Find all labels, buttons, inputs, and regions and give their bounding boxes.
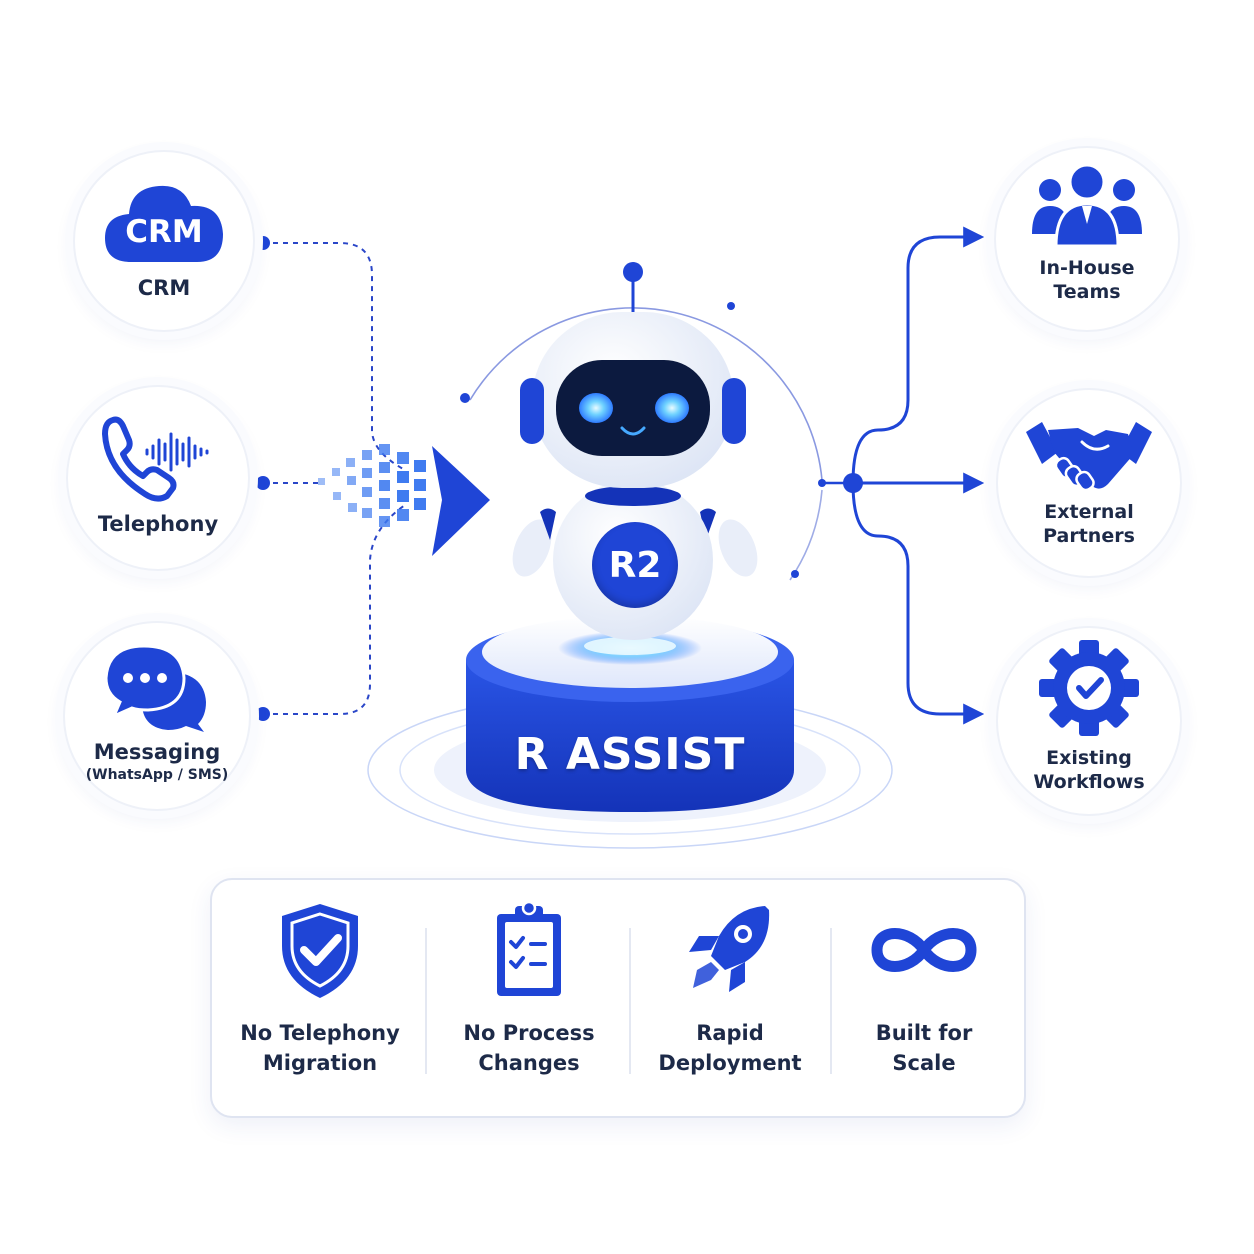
platform-label: R ASSIST bbox=[466, 722, 794, 786]
feature-divider bbox=[425, 928, 427, 1074]
feature-line2: Migration bbox=[262, 1051, 378, 1075]
output-label-existing: Existing bbox=[1046, 747, 1132, 769]
feature-divider bbox=[830, 928, 832, 1074]
platform-label-text: R ASSIST bbox=[514, 728, 746, 780]
rocket-icon bbox=[630, 900, 830, 1004]
feature-line1: Built for bbox=[875, 1021, 973, 1045]
output-connectors bbox=[851, 226, 985, 725]
flow-arrow-icon bbox=[432, 446, 490, 556]
feature-divider bbox=[629, 928, 631, 1074]
robot-badge: R2 bbox=[592, 522, 678, 608]
input-label-crm: CRM bbox=[137, 276, 191, 300]
input-sublabel-messaging: (WhatsApp / SMS) bbox=[85, 767, 229, 783]
output-node-in-house-teams: In-House Teams bbox=[994, 146, 1180, 332]
output-label-workflows: Workflows bbox=[1033, 771, 1145, 793]
input-node-crm: CRM CRM bbox=[73, 150, 255, 332]
input-connectors bbox=[263, 242, 406, 715]
input-node-messaging: Messaging (WhatsApp / SMS) bbox=[63, 621, 251, 811]
input-node-telephony: Telephony bbox=[66, 385, 250, 571]
clipboard-checklist-icon bbox=[429, 900, 629, 1004]
feature-line2: Scale bbox=[892, 1051, 956, 1075]
feature-line1: No Telephony bbox=[240, 1021, 400, 1045]
features-panel: No Telephony Migration No Process Change… bbox=[210, 878, 1026, 1118]
gear-check-icon bbox=[1037, 640, 1141, 736]
output-label-in-house: In-House bbox=[1039, 257, 1135, 279]
input-label-telephony: Telephony bbox=[97, 512, 219, 536]
feature-line1: Rapid bbox=[696, 1021, 764, 1045]
shield-check-icon bbox=[220, 900, 420, 1004]
team-icon bbox=[1030, 164, 1144, 248]
cloud-icon-text: CRM bbox=[125, 214, 203, 250]
feature-line2: Changes bbox=[478, 1051, 580, 1075]
infinity-icon bbox=[824, 900, 1024, 1004]
feature-built-for-scale: Built for Scale bbox=[824, 900, 1024, 1078]
chat-bubbles-icon bbox=[104, 642, 210, 732]
feature-line2: Deployment bbox=[658, 1051, 802, 1075]
feature-label: Built for Scale bbox=[824, 1018, 1024, 1078]
data-stream bbox=[318, 444, 490, 556]
phone-soundwave-icon bbox=[99, 414, 217, 504]
feature-label: No Telephony Migration bbox=[220, 1018, 420, 1078]
feature-line1: No Process bbox=[463, 1021, 595, 1045]
input-label-messaging: Messaging bbox=[93, 740, 221, 764]
output-node-external-partners: External Partners bbox=[996, 388, 1182, 578]
handshake-icon bbox=[1024, 414, 1154, 494]
feature-no-process-changes: No Process Changes bbox=[429, 900, 629, 1078]
feature-rapid-deployment: Rapid Deployment bbox=[630, 900, 830, 1078]
robot-badge-text: R2 bbox=[608, 544, 662, 586]
cloud-icon: CRM bbox=[101, 178, 227, 266]
feature-no-telephony-migration: No Telephony Migration bbox=[220, 900, 420, 1078]
output-label-teams: Teams bbox=[1053, 281, 1121, 303]
feature-label: No Process Changes bbox=[429, 1018, 629, 1078]
output-node-existing-workflows: Existing Workflows bbox=[996, 626, 1182, 816]
feature-label: Rapid Deployment bbox=[630, 1018, 830, 1078]
pedestal bbox=[367, 616, 893, 849]
input-connector-dots bbox=[256, 236, 270, 721]
output-label-external: External bbox=[1044, 501, 1134, 523]
output-label-partners: Partners bbox=[1043, 525, 1135, 547]
